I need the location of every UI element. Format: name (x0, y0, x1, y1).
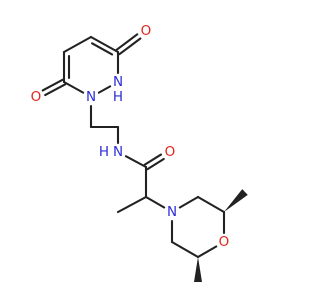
atom-label-h-ring: H (113, 89, 123, 105)
atom-background (111, 90, 125, 104)
atom-background (97, 145, 111, 159)
bond-amide-oxygen-b (143, 153, 163, 166)
bond-c6-oxygen-b (115, 33, 139, 51)
atom-background (139, 24, 153, 38)
bond-c6-c5-inner (91, 42, 114, 56)
atom-background (29, 90, 43, 104)
atom-label-o-morph: O (219, 234, 230, 250)
atom-background (165, 205, 179, 219)
bond-c6-oxygen-a (118, 37, 142, 56)
bond-c3-oxygen-a (41, 78, 64, 92)
atom-label-o-left: O (31, 89, 42, 105)
bond-c5-c4 (62, 35, 93, 54)
atom-background (163, 145, 177, 159)
bond-c6-c5 (89, 35, 120, 54)
atom-label-h-amide: H (99, 144, 109, 160)
bond-calpha-n (144, 195, 166, 209)
atom-background (217, 235, 231, 249)
atom-background (84, 90, 98, 104)
wedge-methyl-lower (194, 257, 202, 282)
atom-label-n-ring-sub: N (86, 89, 96, 105)
bond-c3-oxygen-b (44, 83, 67, 97)
atom-background (111, 75, 125, 89)
bond-o-c5 (196, 245, 218, 259)
atom-label-n-morph: N (167, 204, 177, 220)
bond-c5-c6 (170, 240, 200, 259)
wedge-methyl-upper (224, 189, 248, 212)
bond-calpha-methyl (116, 195, 148, 214)
bond-c3-n1 (62, 80, 85, 94)
bond-n-c2 (178, 195, 200, 209)
bond-nh-carbonyl (124, 155, 148, 169)
atom-label-o-amide: O (165, 144, 176, 160)
atom-label-n-amide: N (113, 144, 123, 160)
bond-amide-oxygen-a (146, 157, 165, 171)
bond-c2-c3 (196, 195, 226, 214)
bond-n1-n2 (97, 85, 112, 94)
atom-label-o-top: O (141, 23, 152, 39)
atom-background (111, 145, 125, 159)
atom-label-n-ring-h: N (113, 74, 123, 90)
